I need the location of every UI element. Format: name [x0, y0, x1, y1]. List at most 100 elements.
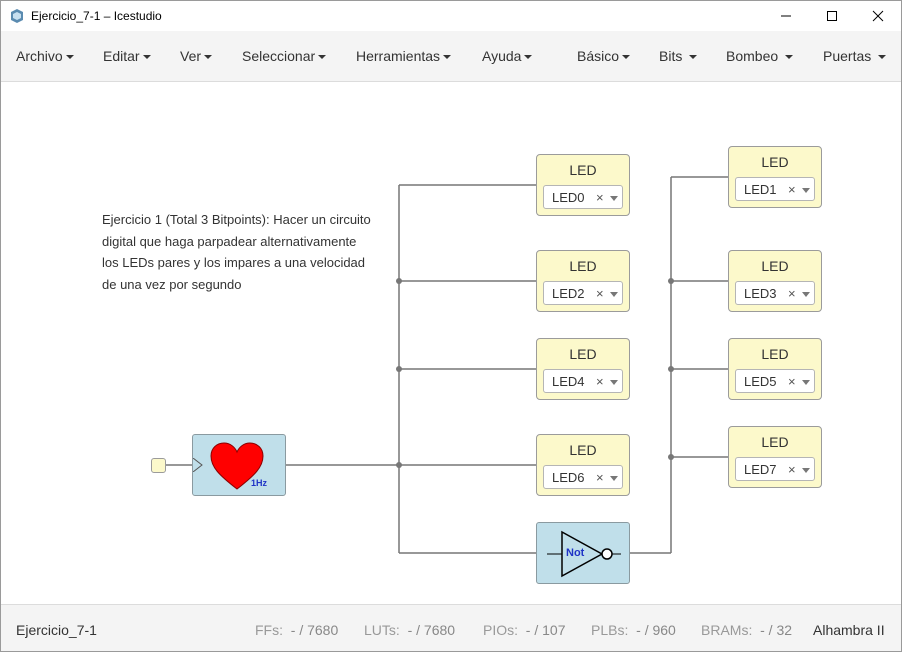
led-title: LED [761, 258, 789, 274]
menu-label: Puertas [823, 48, 872, 64]
dropdown-arrow-icon[interactable] [802, 292, 810, 297]
led-block-led1[interactable]: LED LED1 × [728, 146, 822, 208]
dropdown-arrow-icon[interactable] [610, 292, 618, 297]
led-pin-value: LED4 [552, 374, 585, 389]
led-block-led5[interactable]: LED LED5 × [728, 338, 822, 400]
caret-down-icon [689, 55, 698, 60]
dropdown-arrow-icon[interactable] [610, 476, 618, 481]
caret-down-icon [524, 55, 533, 60]
clock-input-icon [193, 458, 203, 472]
caret-down-icon [142, 55, 151, 60]
heart-1hz-block[interactable]: 1Hz [192, 434, 286, 496]
menu-bits[interactable]: Bits [659, 48, 698, 64]
led-title: LED [569, 346, 597, 362]
title-bar: Ejercicio_7-1 – Icestudio [1, 1, 901, 31]
ffs-value: - / 7680 [290, 622, 339, 638]
menu-bombeo[interactable]: Bombeo [726, 48, 794, 64]
led-pin-select[interactable]: LED3 × [735, 281, 815, 305]
led-pin-select[interactable]: LED5 × [735, 369, 815, 393]
clear-icon[interactable]: × [596, 286, 604, 301]
not-gate-icon [547, 530, 621, 578]
led-pin-select[interactable]: LED1 × [735, 177, 815, 201]
ffs-label: FFs: [255, 622, 283, 638]
dropdown-arrow-icon[interactable] [610, 380, 618, 385]
menu-label: Archivo [16, 48, 63, 64]
pios-label: PIOs: [483, 622, 519, 638]
clear-icon[interactable]: × [788, 286, 796, 301]
brams-stat: BRAMs: - / 32 [701, 622, 792, 638]
menu-bar: Archivo Editar Ver Seleccionar Herramien… [1, 31, 901, 82]
maximize-icon [827, 11, 837, 21]
caret-down-icon [65, 55, 74, 60]
led-pin-value: LED3 [744, 286, 777, 301]
plbs-label: PLBs: [591, 622, 629, 638]
pios-stat: PIOs: - / 107 [483, 622, 566, 638]
menu-seleccionar[interactable]: Seleccionar [242, 48, 327, 64]
led-block-led7[interactable]: LED LED7 × [728, 426, 822, 488]
menu-herramientas[interactable]: Herramientas [356, 48, 452, 64]
clear-icon[interactable]: × [596, 374, 604, 389]
menu-archivo[interactable]: Archivo [16, 48, 74, 64]
menu-ver[interactable]: Ver [180, 48, 213, 64]
plbs-value: - / 960 [636, 622, 676, 638]
led-block-led4[interactable]: LED LED4 × [536, 338, 630, 400]
clear-icon[interactable]: × [788, 374, 796, 389]
dropdown-arrow-icon[interactable] [802, 188, 810, 193]
clear-icon[interactable]: × [788, 182, 796, 197]
heart-block-label: 1Hz [251, 478, 268, 488]
led-pin-value: LED1 [744, 182, 777, 197]
window-title: Ejercicio_7-1 – Icestudio [31, 9, 162, 23]
led-title: LED [569, 162, 597, 178]
clear-icon[interactable]: × [596, 190, 604, 205]
led-block-led0[interactable]: LED LED0 × [536, 154, 630, 216]
menu-ayuda[interactable]: Ayuda [482, 48, 533, 64]
led-pin-select[interactable]: LED7 × [735, 457, 815, 481]
not-gate-block[interactable]: Not [536, 522, 630, 584]
heart-icon [210, 442, 264, 490]
brams-label: BRAMs: [701, 622, 753, 638]
board-selector[interactable]: Alhambra II [813, 622, 885, 638]
minimize-icon [781, 15, 791, 17]
design-canvas[interactable]: Ejercicio 1 (Total 3 Bitpoints): Hacer u… [1, 82, 901, 604]
dropdown-arrow-icon[interactable] [802, 468, 810, 473]
menu-puertas[interactable]: Puertas [823, 48, 887, 64]
ffs-stat: FFs: - / 7680 [255, 622, 338, 638]
led-pin-select[interactable]: LED6 × [543, 465, 623, 489]
led-block-led2[interactable]: LED LED2 × [536, 250, 630, 312]
status-bar: Ejercicio_7-1 FFs: - / 7680 LUTs: - / 76… [1, 604, 901, 651]
caret-down-icon [878, 55, 887, 60]
menu-editar[interactable]: Editar [103, 48, 151, 64]
luts-label: LUTs: [364, 622, 400, 638]
caret-down-icon [204, 55, 213, 60]
led-pin-select[interactable]: LED0 × [543, 185, 623, 209]
menu-label: Herramientas [356, 48, 441, 64]
maximize-button[interactable] [809, 1, 855, 31]
menu-basico[interactable]: Básico [577, 48, 631, 64]
caret-down-icon [318, 55, 327, 60]
input-port[interactable] [151, 458, 166, 473]
project-name: Ejercicio_7-1 [16, 622, 97, 638]
clear-icon[interactable]: × [788, 462, 796, 477]
led-pin-value: LED2 [552, 286, 585, 301]
icestudio-logo-icon [11, 9, 23, 23]
led-block-led3[interactable]: LED LED3 × [728, 250, 822, 312]
clear-icon[interactable]: × [596, 470, 604, 485]
led-pin-value: LED5 [744, 374, 777, 389]
luts-stat: LUTs: - / 7680 [364, 622, 455, 638]
led-pin-select[interactable]: LED2 × [543, 281, 623, 305]
not-gate-label: Not [566, 547, 585, 559]
menu-label: Básico [577, 48, 620, 64]
dropdown-arrow-icon[interactable] [802, 380, 810, 385]
led-pin-value: LED7 [744, 462, 777, 477]
minimize-button[interactable] [763, 1, 809, 31]
caret-down-icon [785, 55, 794, 60]
led-pin-select[interactable]: LED4 × [543, 369, 623, 393]
dropdown-arrow-icon[interactable] [610, 196, 618, 201]
led-title: LED [569, 258, 597, 274]
led-pin-value: LED6 [552, 470, 585, 485]
led-pin-value: LED0 [552, 190, 585, 205]
led-block-led6[interactable]: LED LED6 × [536, 434, 630, 496]
luts-value: - / 7680 [407, 622, 456, 638]
led-title: LED [761, 346, 789, 362]
close-button[interactable] [855, 1, 901, 31]
